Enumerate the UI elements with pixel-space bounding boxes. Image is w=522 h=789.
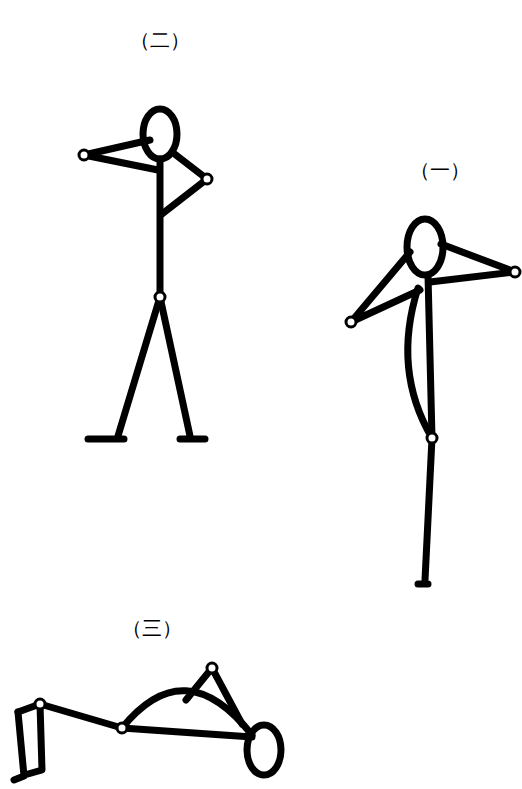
figure-number: （一） <box>410 158 470 182</box>
stick-figure <box>14 663 281 780</box>
figure-number: （三） <box>122 616 182 640</box>
stick-figure <box>79 109 212 439</box>
figure-number: （二） <box>130 28 190 52</box>
stick-figure <box>346 219 520 584</box>
